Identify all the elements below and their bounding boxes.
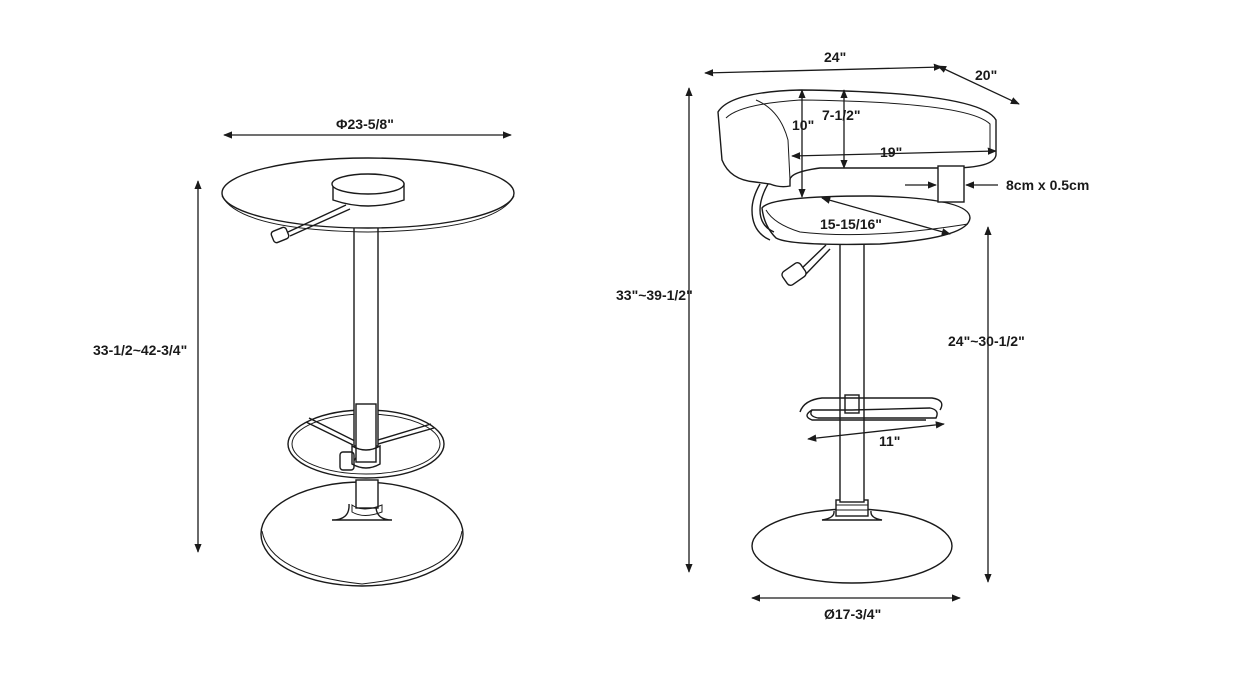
- stool-base-diameter-dimension: Ø17-3/4": [751, 594, 961, 622]
- stool-back-height-dimension: 10": [792, 89, 814, 198]
- table-top-diameter-label: Φ23-5/8": [336, 116, 394, 132]
- stool-back-height-label: 10": [792, 117, 814, 133]
- stool-footrest-width-label: 11": [879, 433, 900, 449]
- stool-back-inner-height-label: 7-1/2": [822, 107, 861, 123]
- stool-back-width-label: 24": [824, 49, 846, 65]
- table-height-label: 33-1/2~42-3/4": [93, 342, 187, 358]
- table-height-dimension: 33-1/2~42-3/4": [93, 180, 202, 553]
- stool-inner-width-label: 19": [880, 144, 902, 160]
- bar-table-drawing: [221, 157, 515, 587]
- stool-base-diameter-label: Ø17-3/4": [824, 606, 881, 622]
- stool-back-width-dimension: 24": [704, 49, 943, 77]
- stool-arm-spec-dimension: 8cm x 0.5cm: [905, 177, 1089, 193]
- stool-seat-height-label: 24"~30-1/2": [948, 333, 1025, 349]
- stool-seat-height-dimension: 24"~30-1/2": [948, 226, 1025, 583]
- bar-stool-drawing: [717, 89, 997, 584]
- stool-seat-depth-label: 15-15/16": [820, 216, 882, 232]
- table-top-diameter-dimension: Φ23-5/8": [223, 116, 512, 139]
- stool-total-height-label: 33"~39-1/2": [616, 287, 693, 303]
- stool-arm-spec-label: 8cm x 0.5cm: [1006, 177, 1089, 193]
- stool-footrest-width-dimension: 11": [807, 421, 945, 449]
- stool-depth-label: 20": [975, 67, 997, 83]
- stool-depth-dimension: 20": [937, 65, 1020, 105]
- stool-seat-depth-dimension: 15-15/16": [820, 196, 951, 236]
- stool-inner-width-dimension: 19": [791, 144, 997, 160]
- stool-total-height-dimension: 33"~39-1/2": [616, 87, 693, 573]
